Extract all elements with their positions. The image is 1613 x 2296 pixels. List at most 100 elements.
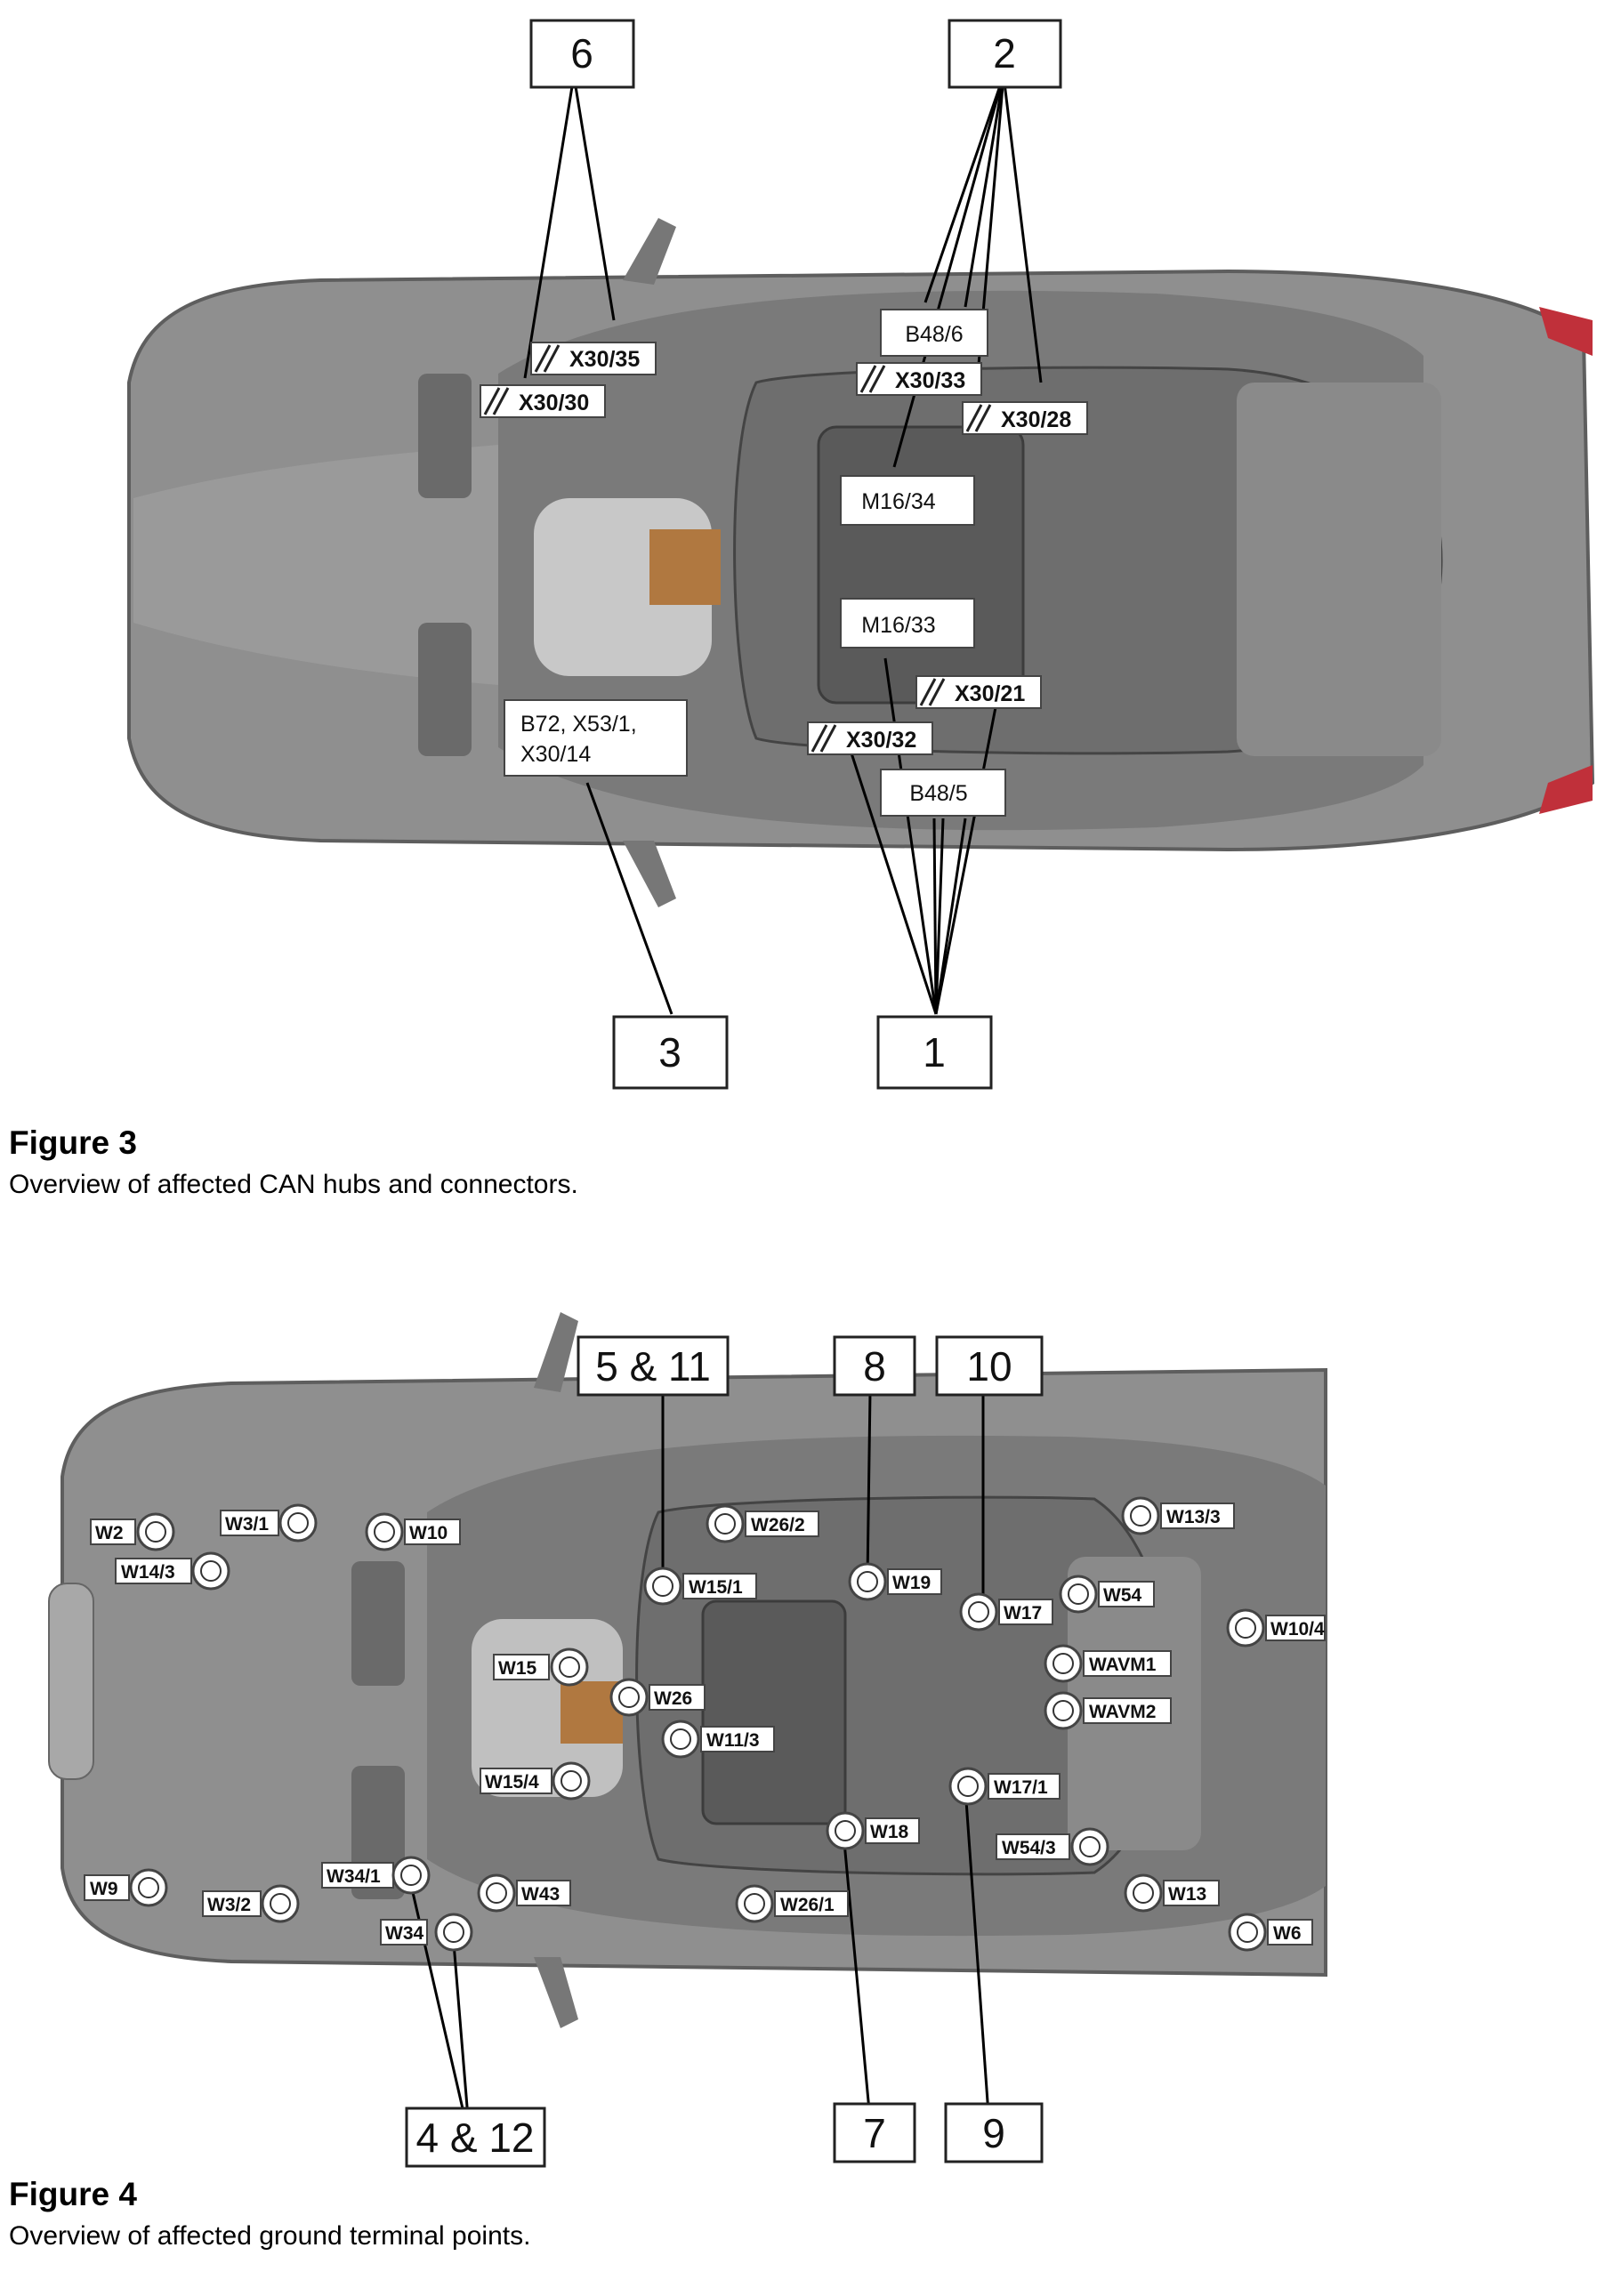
ground-w18: W18 — [826, 1811, 920, 1850]
svg-text:5 & 11: 5 & 11 — [595, 1343, 711, 1390]
ground-w10: W10 — [365, 1512, 461, 1551]
connector-x30-35: X30/35 — [530, 342, 657, 375]
callout-10: 10 — [935, 1335, 1044, 1397]
svg-text:W54: W54 — [1103, 1585, 1142, 1606]
ground-w2: W2 — [90, 1512, 175, 1551]
ground-w15-1: W15/1 — [643, 1567, 757, 1606]
connector-x30-32: X30/32 — [807, 721, 933, 755]
ground-w34-1: W34/1 — [321, 1856, 431, 1895]
ground-wavm1: WAVM1 — [1044, 1644, 1172, 1683]
ground-w11-3: W11/3 — [661, 1720, 775, 1759]
car-top-view-3 — [127, 218, 1595, 907]
figure-4-caption: Overview of affected ground terminal poi… — [9, 2221, 531, 2251]
ground-w26-1: W26/1 — [735, 1884, 849, 1923]
connector-x30-30: X30/30 — [480, 384, 606, 418]
ground-w43: W43 — [477, 1873, 571, 1913]
svg-text:X30/21: X30/21 — [955, 681, 1025, 706]
svg-text:W13: W13 — [1168, 1884, 1206, 1905]
svg-text:W15/1: W15/1 — [689, 1577, 743, 1598]
svg-text:W3/2: W3/2 — [207, 1895, 251, 1915]
callout-2: 2 — [948, 19, 1062, 89]
svg-text:2: 2 — [993, 30, 1016, 77]
svg-text:B48/5: B48/5 — [909, 781, 967, 806]
leader-lines-3 — [523, 75, 1043, 1015]
svg-text:W17/1: W17/1 — [994, 1777, 1048, 1798]
callout-8: 8 — [833, 1335, 916, 1397]
figure-3-diagram: 6 2 3 1 B48/6 M16/34 M16/33 B72, X53/1, … — [127, 19, 1595, 1090]
svg-text:W6: W6 — [1273, 1923, 1302, 1944]
callout-3: 3 — [612, 1015, 729, 1090]
svg-text:3: 3 — [658, 1029, 681, 1075]
ground-w13-3: W13/3 — [1121, 1496, 1235, 1535]
callout-9: 9 — [944, 2102, 1044, 2163]
svg-text:10: 10 — [966, 1343, 1012, 1390]
svg-text:B72, X53/1,: B72, X53/1, — [520, 712, 637, 737]
svg-text:W17: W17 — [1004, 1603, 1042, 1623]
ground-w26-2: W26/2 — [706, 1504, 819, 1543]
svg-text:6: 6 — [570, 30, 593, 77]
connector-x30-28: X30/28 — [962, 401, 1088, 435]
ground-w14-3: W14/3 — [115, 1551, 230, 1591]
svg-text:W10/4: W10/4 — [1270, 1619, 1325, 1639]
callout-4-12: 4 & 12 — [405, 2107, 546, 2168]
svg-text:W15: W15 — [498, 1658, 537, 1679]
callout-5-11: 5 & 11 — [577, 1335, 730, 1397]
svg-text:7: 7 — [863, 2110, 886, 2156]
svg-text:4 & 12: 4 & 12 — [416, 2115, 535, 2161]
svg-text:X30/32: X30/32 — [846, 728, 916, 753]
svg-text:WAVM2: WAVM2 — [1089, 1702, 1156, 1722]
svg-text:W43: W43 — [521, 1884, 560, 1905]
figure-4: 5 & 11 8 10 4 & 12 7 9 W2 W3/1 W10 W14/3… — [0, 1245, 1613, 2296]
svg-text:W34/1: W34/1 — [327, 1866, 381, 1887]
ground-w54: W54 — [1059, 1575, 1155, 1614]
svg-text:WAVM1: WAVM1 — [1089, 1655, 1157, 1675]
svg-text:W2: W2 — [95, 1523, 124, 1543]
svg-text:W10: W10 — [409, 1523, 448, 1543]
ground-w15: W15 — [493, 1647, 589, 1687]
svg-text:W26: W26 — [654, 1688, 692, 1709]
svg-text:W54/3: W54/3 — [1002, 1838, 1056, 1858]
component-b48-5: B48/5 — [880, 769, 1006, 817]
connector-x30-21: X30/21 — [915, 675, 1042, 709]
svg-text:X30/35: X30/35 — [569, 347, 640, 372]
svg-text:M16/33: M16/33 — [861, 613, 935, 638]
svg-text:9: 9 — [982, 2110, 1005, 2156]
svg-text:W19: W19 — [892, 1573, 931, 1593]
ground-w26: W26 — [609, 1678, 706, 1717]
ground-w19: W19 — [848, 1562, 942, 1601]
ground-wavm2: WAVM2 — [1044, 1691, 1172, 1730]
figure-4-diagram: 5 & 11 8 10 4 & 12 7 9 W2 W3/1 W10 W14/3… — [48, 1312, 1327, 2168]
svg-text:8: 8 — [863, 1343, 886, 1390]
component-b72-x53-x30-14: B72, X53/1, X30/14 — [504, 699, 688, 777]
svg-text:W18: W18 — [870, 1822, 909, 1842]
ground-w54-3: W54/3 — [996, 1827, 1109, 1866]
ground-w34: W34 — [380, 1913, 473, 1952]
figure-3-caption: Overview of affected CAN hubs and connec… — [9, 1170, 578, 1199]
callout-7: 7 — [833, 2102, 916, 2163]
svg-text:W15/4: W15/4 — [485, 1772, 539, 1792]
ground-w15-4: W15/4 — [480, 1761, 591, 1801]
ground-w3-2: W3/2 — [202, 1884, 300, 1923]
component-m16-33: M16/33 — [840, 598, 975, 649]
component-m16-34: M16/34 — [840, 475, 975, 526]
svg-text:X30/28: X30/28 — [1001, 407, 1071, 432]
ground-w3-1: W3/1 — [220, 1503, 318, 1543]
svg-text:W26/2: W26/2 — [751, 1515, 805, 1535]
ground-w17-1: W17/1 — [948, 1767, 1061, 1806]
svg-text:W34: W34 — [385, 1923, 424, 1944]
svg-text:X30/30: X30/30 — [519, 391, 589, 415]
callout-1: 1 — [876, 1015, 993, 1090]
svg-text:X30/33: X30/33 — [895, 368, 965, 393]
svg-text:W11/3: W11/3 — [706, 1730, 760, 1751]
svg-text:M16/34: M16/34 — [861, 489, 935, 514]
component-b48-6: B48/6 — [880, 309, 988, 357]
ground-w13: W13 — [1124, 1873, 1220, 1913]
ground-w9: W9 — [84, 1868, 168, 1907]
connector-x30-33: X30/33 — [856, 362, 982, 396]
ground-w17: W17 — [959, 1592, 1053, 1631]
svg-text:X30/14: X30/14 — [520, 742, 591, 767]
figure-3-title: Figure 3 — [9, 1124, 137, 1161]
callout-6: 6 — [529, 19, 635, 89]
svg-text:W3/1: W3/1 — [225, 1514, 269, 1535]
svg-text:W9: W9 — [90, 1879, 118, 1899]
